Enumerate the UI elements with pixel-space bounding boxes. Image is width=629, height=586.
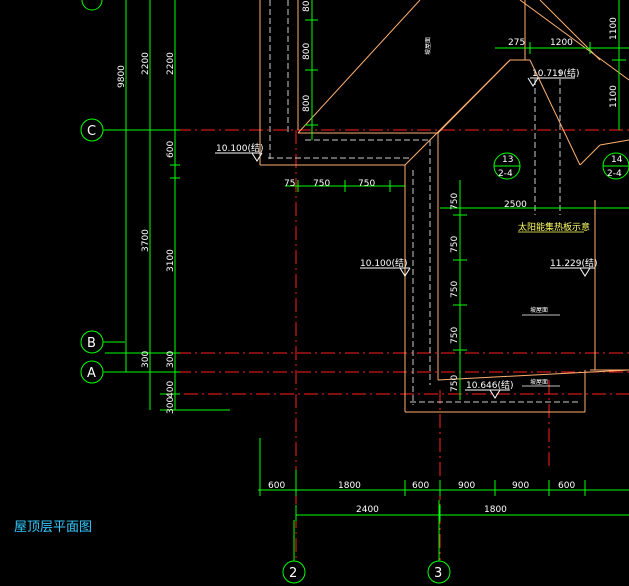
dim-600: 600 (166, 141, 176, 158)
axis-label-3: 3 (434, 566, 442, 581)
axis-bubbles (80, 0, 451, 584)
bdim-600-b: 600 (412, 481, 429, 491)
level-11-229: 11.229(结) (550, 257, 598, 269)
dim-300-a: 300 (141, 351, 151, 368)
detail-ref-14: 2-4 (607, 169, 622, 179)
dim-3700: 3700 (141, 229, 151, 252)
bdim-600-c: 600 (558, 481, 575, 491)
detail-ref-13: 2-4 (498, 169, 513, 179)
bdim-1800-a: 1800 (338, 481, 361, 491)
dim-1100-b: 1100 (609, 85, 619, 108)
slope-label-3: 坡屋面 (530, 378, 548, 386)
dim-3100: 3100 (166, 249, 176, 272)
dim-275: 275 (508, 38, 525, 48)
dim-800-a: 800 (302, 0, 312, 12)
level-text: 10.719(结) 10.100(结) 10.100(结) 11.229(结) … (216, 67, 598, 391)
dim-800-b: 800 (302, 43, 312, 60)
level-10-100-a: 10.100(结) (216, 142, 264, 154)
bdim-600-a: 600 (268, 481, 285, 491)
axis-grid-lines (105, 0, 629, 560)
vdim-750-e: 750 (450, 375, 460, 392)
drawing-title: 屋顶层平面图 (14, 520, 92, 535)
bottom-dimension-lines (258, 438, 629, 521)
level-markers (215, 77, 595, 399)
dim-800-c: 800 (302, 95, 312, 112)
dim-2200-b: 2200 (166, 52, 176, 75)
solar-panel-note: 太阳能集热板示意 (518, 221, 590, 233)
dim-2200-a: 2200 (141, 52, 151, 75)
dim-75: 75 (284, 179, 295, 189)
dim-300-b: 300 (166, 351, 176, 368)
axis-label-a: A (87, 366, 96, 381)
mid-dimension-text: 75 750 750 2500 750 750 750 750 750 (284, 179, 527, 392)
slope-label-1: 坡屋面 (424, 37, 432, 55)
bdim-900-a: 900 (458, 481, 475, 491)
left-dimension-lines (105, 0, 230, 411)
vdim-750-a: 750 (450, 193, 460, 210)
vdim-750-d: 750 (450, 327, 460, 344)
axis-label-b: B (87, 336, 96, 351)
bdim-2400: 2400 (356, 505, 379, 515)
axis-label-2: 2 (289, 566, 297, 581)
roof-outline (259, 0, 629, 413)
dim-1200: 1200 (550, 38, 573, 48)
slope-label-2: 坡屋面 (530, 306, 548, 314)
dim-750-a: 750 (313, 179, 330, 189)
dim-2500: 2500 (504, 200, 527, 210)
detail-number-14: 14 (611, 155, 623, 165)
vdim-750-c: 750 (450, 281, 460, 298)
dim-9800: 9800 (117, 65, 127, 88)
detail-callouts (493, 152, 629, 180)
level-10-719: 10.719(结) (532, 67, 580, 79)
level-10-646: 10.646(结) (466, 379, 514, 391)
bdim-900-b: 900 (512, 481, 529, 491)
dim-1100-a: 1100 (609, 17, 619, 40)
axis-bubble-top (81, 0, 103, 11)
detail-number-13: 13 (502, 155, 513, 165)
bottom-dimension-text: 600 1800 600 900 900 600 2400 1800 (268, 481, 575, 515)
gutter-dashed-lines (268, 0, 580, 405)
dim-400: 400 (166, 381, 176, 398)
left-dimension-text: 9800 2200 2200 600 3700 3100 300 300 300… (117, 52, 176, 414)
bdim-1800-b: 1800 (484, 505, 507, 515)
mid-dimension-lines (285, 180, 629, 400)
axis-label-c: C (87, 124, 96, 139)
dim-300-c: 300 (166, 397, 176, 414)
dim-750-b: 750 (358, 179, 375, 189)
upper-dimension-lines (305, 0, 629, 140)
vdim-750-b: 750 (450, 236, 460, 253)
level-10-100-b: 10.100(结) (360, 257, 408, 269)
upper-dimension-text: 800 800 800 275 1200 1100 1100 (302, 0, 619, 112)
